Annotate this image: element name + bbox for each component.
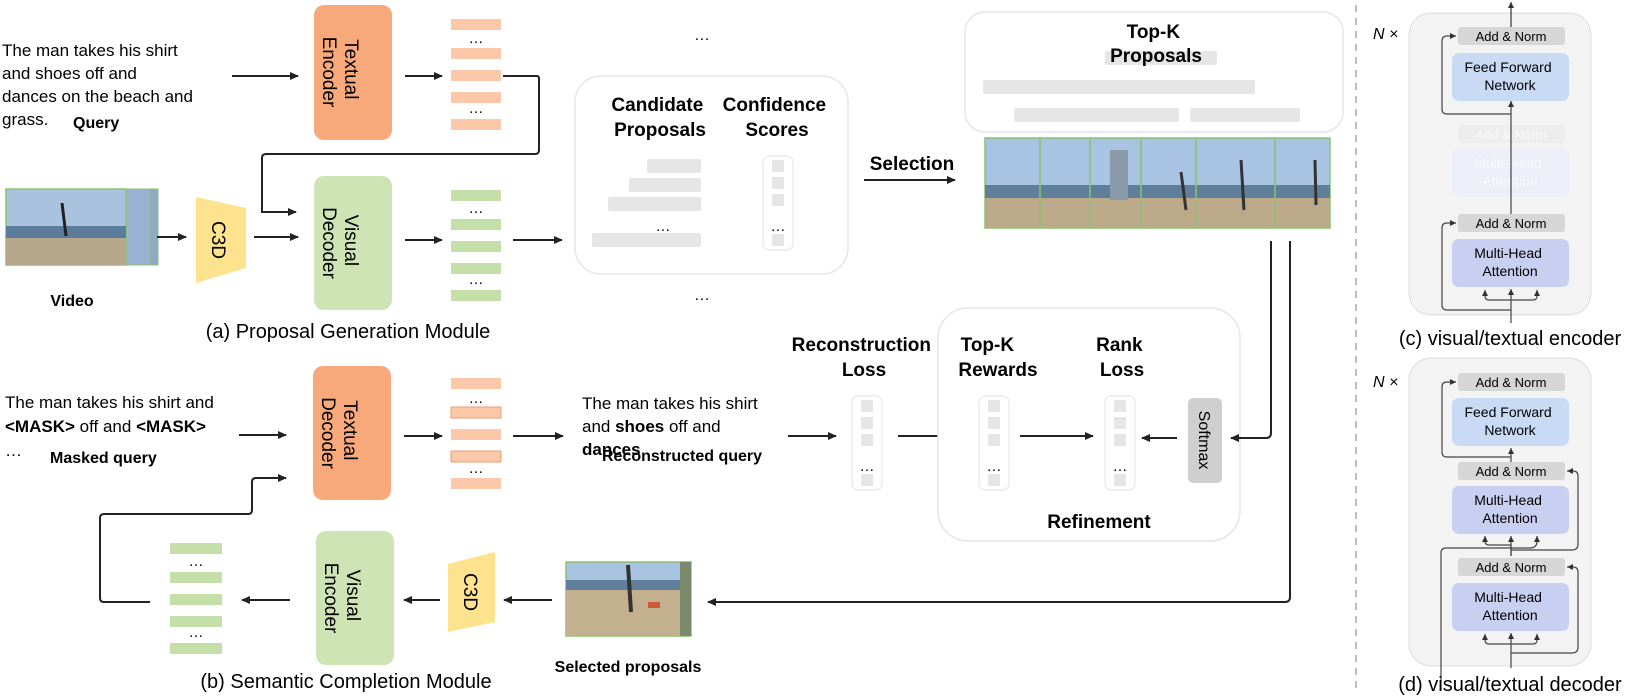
top-k-bar bbox=[1105, 51, 1217, 65]
enc-ffn-label: Feed Forward Network bbox=[1464, 59, 1555, 93]
panel-c-caption: (c) visual/textual encoder bbox=[1399, 328, 1622, 350]
c3d-label-b: C3D bbox=[459, 573, 480, 611]
dec-add-norm-bottom bbox=[1458, 558, 1565, 576]
visual-encoder-block bbox=[316, 531, 394, 665]
enc-ffn-block bbox=[1452, 53, 1569, 101]
panel-b-caption: (b) Semantic Completion Module bbox=[200, 671, 491, 693]
rank-loss-column: … bbox=[1104, 395, 1136, 491]
svg-text:…: … bbox=[987, 458, 1002, 475]
dec-ffn-block bbox=[1452, 398, 1569, 446]
text-feature-stack: … … bbox=[451, 19, 501, 130]
top-k-proposals-label: Top-K Proposals bbox=[1110, 22, 1202, 67]
dec-ffn-label: Feed Forward Network bbox=[1464, 404, 1555, 438]
reconstructed-query-text: The man takes his shirt and shoes off an… bbox=[582, 394, 762, 459]
dec-add-norm-top bbox=[1458, 373, 1565, 391]
candidate-proposals-label: Candidate Proposals bbox=[611, 95, 708, 141]
candidate-bars: … bbox=[592, 159, 701, 247]
top-k-rewards-label: Top-K Rewards bbox=[958, 335, 1037, 381]
enc-mha-block bbox=[1452, 239, 1569, 287]
video-strip bbox=[984, 137, 1331, 229]
reconstructed-token-stack: … … bbox=[450, 378, 502, 489]
svg-text:…: … bbox=[469, 200, 484, 217]
visual-features-to-decoder-arrow bbox=[99, 474, 287, 603]
dec-add-norm-mid bbox=[1458, 462, 1565, 480]
enc-mha-faded-label: Multi-Head Attention bbox=[1474, 155, 1546, 189]
svg-text:…: … bbox=[469, 271, 484, 288]
query-label: Query bbox=[73, 115, 119, 132]
textual-decoder-block bbox=[313, 366, 391, 500]
panel-a: The man takes his shirt and shoes off an… bbox=[2, 5, 1344, 343]
enc-mha-label: Multi-Head Attention bbox=[1474, 245, 1546, 279]
svg-text:…: … bbox=[469, 100, 484, 117]
refinement-box bbox=[937, 307, 1241, 542]
panel-c-n-label: N × bbox=[1373, 26, 1398, 43]
c3d-label: C3D bbox=[207, 221, 228, 259]
top-k-bars bbox=[983, 80, 1300, 122]
textual-decoder-label: Textual Decoder bbox=[317, 397, 360, 469]
enc-add-norm-top bbox=[1458, 27, 1565, 45]
panel-d-n-label: N × bbox=[1373, 374, 1398, 391]
reconstruction-loss-label: Reconstruction Loss bbox=[792, 335, 937, 381]
svg-text:…: … bbox=[771, 218, 786, 235]
strip-to-softmax-arrow bbox=[1230, 241, 1272, 442]
dec-add-norm-top-label: Add & Norm bbox=[1476, 375, 1547, 390]
c3d-block-b bbox=[448, 552, 495, 632]
enc-add-norm-bottom-label: Add & Norm bbox=[1476, 216, 1547, 231]
reconstruction-loss-column: … bbox=[851, 395, 883, 491]
masked-query-label: Masked query bbox=[50, 450, 157, 467]
proposals-bottom-ellipsis: … bbox=[694, 287, 710, 304]
softmax-label: Softmax bbox=[1195, 411, 1212, 470]
video-label: Video bbox=[50, 293, 94, 310]
visual-decoder-block bbox=[314, 176, 392, 310]
visual-encoder-label: Visual Encoder bbox=[320, 563, 363, 634]
svg-text:…: … bbox=[656, 218, 671, 235]
svg-text:…: … bbox=[189, 624, 204, 641]
visual-decoder-label: Visual Decoder bbox=[318, 207, 361, 279]
rank-loss-label: Rank Loss bbox=[1096, 335, 1148, 381]
masked-query-text: The man takes his shirt and <MASK> off a… bbox=[5, 393, 219, 460]
visual-feature-stack: … … bbox=[451, 190, 501, 301]
panel-d-caption: (d) visual/textual decoder bbox=[1398, 674, 1622, 695]
dec-cross-mha-block bbox=[1452, 486, 1569, 534]
softmax-block bbox=[1188, 398, 1222, 483]
top-k-box bbox=[964, 11, 1344, 133]
dec-self-mha-label: Multi-Head Attention bbox=[1474, 589, 1546, 623]
reconstructed-query-label: Reconstructed query bbox=[602, 448, 762, 465]
textual-encoder-label: Textual Encoder bbox=[318, 37, 361, 108]
enc-add-norm-top-label: Add & Norm bbox=[1476, 29, 1547, 44]
svg-text:…: … bbox=[469, 30, 484, 47]
panel-a-caption: (a) Proposal Generation Module bbox=[206, 321, 491, 343]
selection-label: Selection bbox=[870, 154, 954, 175]
confidence-scores-label: Confidence Scores bbox=[723, 95, 832, 141]
selected-proposal-thumbnail bbox=[565, 561, 692, 637]
confidence-score-column: … bbox=[762, 155, 794, 251]
video-thumbnail bbox=[5, 188, 159, 266]
dec-add-norm-bottom-label: Add & Norm bbox=[1476, 560, 1547, 575]
enc-add-norm-bottom bbox=[1458, 214, 1565, 232]
panel-d: N × Add & Norm Feed Forward Network Add … bbox=[1373, 357, 1622, 696]
c3d-block bbox=[196, 197, 246, 283]
dec-self-mha-block bbox=[1452, 583, 1569, 631]
svg-text:…: … bbox=[469, 460, 484, 477]
svg-text:…: … bbox=[860, 458, 875, 475]
refinement-label: Refinement bbox=[1047, 512, 1151, 533]
dec-add-norm-mid-label: Add & Norm bbox=[1476, 464, 1547, 479]
encoder-to-decoder-arrow bbox=[261, 75, 540, 216]
panel-b: The man takes his shirt and <MASK> off a… bbox=[5, 241, 1291, 693]
svg-text:…: … bbox=[1113, 458, 1128, 475]
query-text: The man takes his shirt and shoes off an… bbox=[2, 41, 198, 129]
top-k-rewards-column: … bbox=[978, 395, 1010, 491]
proposals-top-ellipsis: … bbox=[694, 27, 710, 44]
svg-text:…: … bbox=[469, 390, 484, 407]
svg-text:…: … bbox=[189, 553, 204, 570]
selected-proposals-arrow bbox=[707, 241, 1291, 606]
selected-proposals-label: Selected proposals bbox=[555, 659, 702, 676]
visual-feature-stack-b: … … bbox=[170, 543, 222, 654]
dec-cross-mha-label: Multi-Head Attention bbox=[1474, 492, 1546, 526]
panel-c: N × Add & Norm Feed Forward Network Add … bbox=[1373, 2, 1622, 350]
textual-encoder-block bbox=[314, 5, 392, 140]
